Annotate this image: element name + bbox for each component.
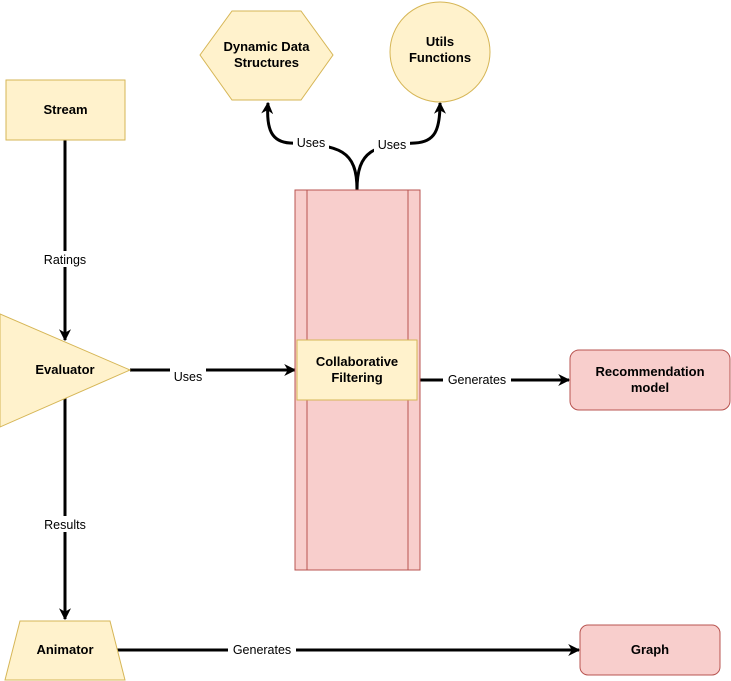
recommendation-model-node[interactable] <box>569 349 731 411</box>
stream-node[interactable] <box>5 79 126 141</box>
recommendation-model-label-line2: model <box>631 380 669 395</box>
stream-label: Stream <box>43 102 87 117</box>
animator-label: Animator <box>36 642 93 657</box>
edge-labels: Ratings Results Uses Generates Generates… <box>39 134 511 657</box>
edge-cf-to-utils <box>355 101 446 191</box>
collaborative-filtering-node[interactable] <box>296 339 418 401</box>
collaborative-filtering-label-line2: Filtering <box>331 370 382 385</box>
graph-node[interactable] <box>579 624 721 676</box>
dynamic-data-structures-label-line1: Dynamic Data <box>224 39 311 54</box>
edge-label-uses-evaluator: Uses <box>174 370 202 384</box>
evaluator-label: Evaluator <box>35 362 94 377</box>
utils-functions-node[interactable] <box>389 1 491 103</box>
recommendation-model-label-line1: Recommendation <box>595 364 704 379</box>
graph-label: Graph <box>631 642 669 657</box>
collaborative-filtering-label-line1: Collaborative <box>316 354 398 369</box>
edge-label-generates-recommendation: Generates <box>448 373 506 387</box>
edge-label-ratings: Ratings <box>44 253 86 267</box>
utils-functions-label-line1: Utils <box>426 34 454 49</box>
dynamic-data-structures-node[interactable] <box>199 10 334 101</box>
dynamic-data-structures-label-line2: Structures <box>234 55 299 70</box>
evaluator-node[interactable] <box>0 313 132 428</box>
edge-label-uses-dds: Uses <box>297 136 325 150</box>
edge-label-generates-graph: Generates <box>233 643 291 657</box>
animator-node[interactable] <box>4 620 126 681</box>
edge-label-results: Results <box>44 518 86 532</box>
edge-label-uses-utils: Uses <box>378 138 406 152</box>
utils-functions-label-line2: Functions <box>409 50 471 65</box>
